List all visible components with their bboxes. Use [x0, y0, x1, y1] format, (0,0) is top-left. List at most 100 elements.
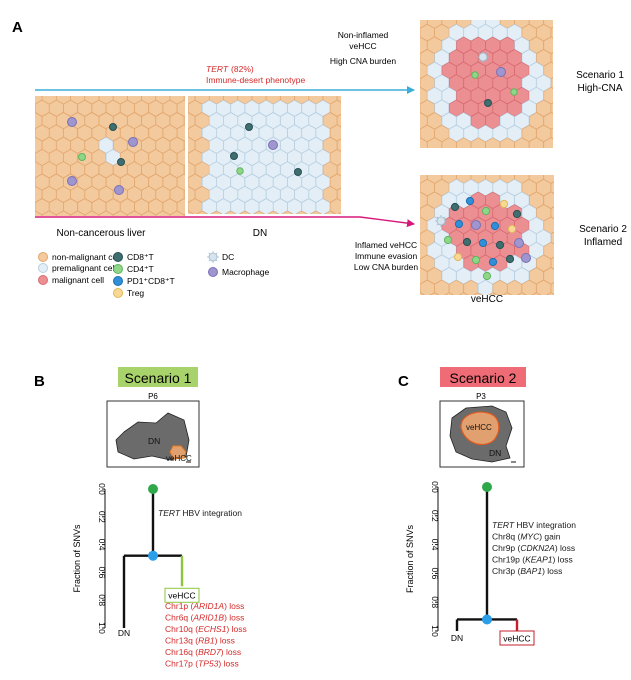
y-tick-label: 0.2 — [430, 510, 440, 522]
legend-label: Treg — [127, 288, 144, 298]
trunk-event-prefix: Chr9p ( — [492, 543, 521, 553]
branch-event: Chr10q (ECHS1) loss — [165, 624, 247, 634]
immune-desert-label: Immune-desert phenotype — [206, 75, 305, 85]
y-tick-label: 0.4 — [97, 539, 107, 551]
tert-percent: (82%) — [231, 64, 254, 74]
label-dn: DN — [253, 228, 267, 239]
s2-desc-line3: Low CNA burden — [354, 262, 419, 272]
cd8-t-cell — [450, 202, 460, 212]
trunk-event-gene: TERT — [158, 508, 181, 518]
vehcc-leaf-box — [499, 630, 535, 646]
branch-event: Chr16q (BRD7) loss — [165, 647, 241, 657]
branch-event-suffix: ) loss — [218, 659, 238, 669]
trunk-event-gene: TERT — [492, 520, 515, 530]
legend-label: premalignant cell — [52, 263, 116, 273]
panel-c: C Scenario 2 P3 veHCC DN 0.00.20.40.60.8… — [398, 367, 576, 646]
macrophage-cell — [521, 253, 531, 263]
trunk-event-prefix: Chr3p ( — [492, 566, 521, 576]
branch-event-gene: BRD7 — [198, 647, 221, 657]
tissue-dn — [188, 96, 341, 214]
branch-event-prefix: Chr1p ( — [165, 601, 194, 611]
legend-item: non-malignant cell — [38, 252, 121, 262]
cd8-t-cell — [245, 123, 253, 131]
trunk-event: Chr3p (BAP1) loss — [492, 566, 562, 576]
treg-cell — [507, 224, 517, 234]
tissue-vehcc-scenario1 — [420, 20, 553, 148]
cd4-t-cell — [471, 255, 481, 265]
tissue-illustrations — [35, 20, 554, 295]
tissue-noncancerous-liver — [35, 96, 185, 216]
macrophage-cell — [128, 137, 138, 147]
trunk-event-suffix: ) loss — [552, 555, 572, 565]
trunk-event-suffix: HBV integration — [180, 508, 242, 518]
panel-a-letter: A — [12, 19, 23, 36]
p6-vehcc-region — [169, 445, 187, 460]
s2-desc-line1: Inflamed veHCC — [355, 240, 417, 250]
label-vehcc: veHCC — [471, 294, 503, 305]
root-node — [148, 484, 158, 494]
legend-swatch — [113, 252, 123, 262]
trunk-event: TERT HBV integration — [158, 508, 242, 518]
p3-vehcc-label: veHCC — [466, 423, 492, 432]
cd8-t-cell — [230, 152, 238, 160]
treg-cell — [499, 199, 509, 209]
legend-item: Macrophage — [208, 267, 270, 277]
branch-event-prefix: Chr16q ( — [165, 647, 198, 657]
branch-event-suffix: ) loss — [224, 601, 244, 611]
y-tick-label: 0.8 — [430, 596, 440, 608]
y-tick-label: 0.6 — [430, 567, 440, 579]
branch-event: Chr1p (ARID1A) loss — [165, 601, 244, 611]
split-node — [482, 614, 492, 625]
panel-b-letter: B — [34, 373, 45, 390]
legend-label: DC — [222, 252, 234, 262]
legend-item: PD1⁺CD8⁺T — [113, 276, 175, 286]
macrophage-cell — [496, 67, 506, 77]
vehcc-leaf-label: veHCC — [503, 634, 530, 644]
cd8-t-cell — [495, 240, 505, 250]
branch-event-gene: TP53 — [198, 659, 219, 669]
cd4-t-cell — [78, 153, 86, 161]
s2-desc-line2: Immune evasion — [355, 251, 418, 261]
legend-item: Treg — [113, 288, 144, 298]
legend-label: CD8⁺T — [127, 252, 154, 262]
branch-event-prefix: Chr17p ( — [165, 659, 198, 669]
p6-vehcc-label: veHCC — [166, 454, 192, 463]
trunk-event-suffix: HBV integration — [514, 520, 576, 530]
branch-event-suffix: ) loss — [221, 647, 241, 657]
legend-item: DC — [207, 251, 234, 263]
tissue-vehcc-scenario2 — [420, 175, 554, 295]
cd8-t-cell — [462, 237, 472, 247]
y-axis-title: Fraction of SNVs — [405, 524, 415, 593]
trunk-event: Chr19p (KEAP1) loss — [492, 555, 573, 565]
pd1-cd8-t-cell — [490, 221, 500, 231]
legend-item: CD4⁺T — [113, 264, 154, 274]
cd4-t-cell — [443, 235, 453, 245]
cd4-t-cell — [482, 271, 492, 281]
arrow-to-scenario2 — [35, 216, 415, 228]
branch-event-prefix: Chr13q ( — [165, 636, 198, 646]
root-node — [482, 482, 492, 492]
cd4-t-cell — [236, 167, 244, 175]
y-tick-label: 0.2 — [97, 511, 107, 523]
dn-leaf-label: DN — [118, 628, 130, 638]
dc-cell — [435, 215, 447, 227]
macrophage-cell — [471, 220, 481, 230]
legend-swatch — [38, 263, 48, 273]
branch-event-gene: RB1 — [198, 636, 215, 646]
legend-label: malignant cell — [52, 275, 104, 285]
cd8-t-cell — [484, 99, 492, 107]
legend-item: malignant cell — [38, 275, 104, 285]
branch-event-prefix: Chr6q ( — [165, 613, 194, 623]
s2-title-line1: Scenario 2 — [579, 224, 627, 235]
legend-swatch — [113, 276, 123, 286]
pd1-cd8-t-cell — [454, 219, 464, 229]
s1-title-line2: High-CNA — [577, 83, 622, 94]
cd4-t-cell — [510, 88, 518, 96]
s1-desc-line2: veHCC — [349, 41, 376, 51]
scenario1-title: Scenario 1 — [125, 370, 192, 386]
cd8-t-cell — [117, 158, 125, 166]
y-tick-label: 0.0 — [97, 483, 107, 495]
p6-patient-label: P6 — [148, 392, 158, 401]
